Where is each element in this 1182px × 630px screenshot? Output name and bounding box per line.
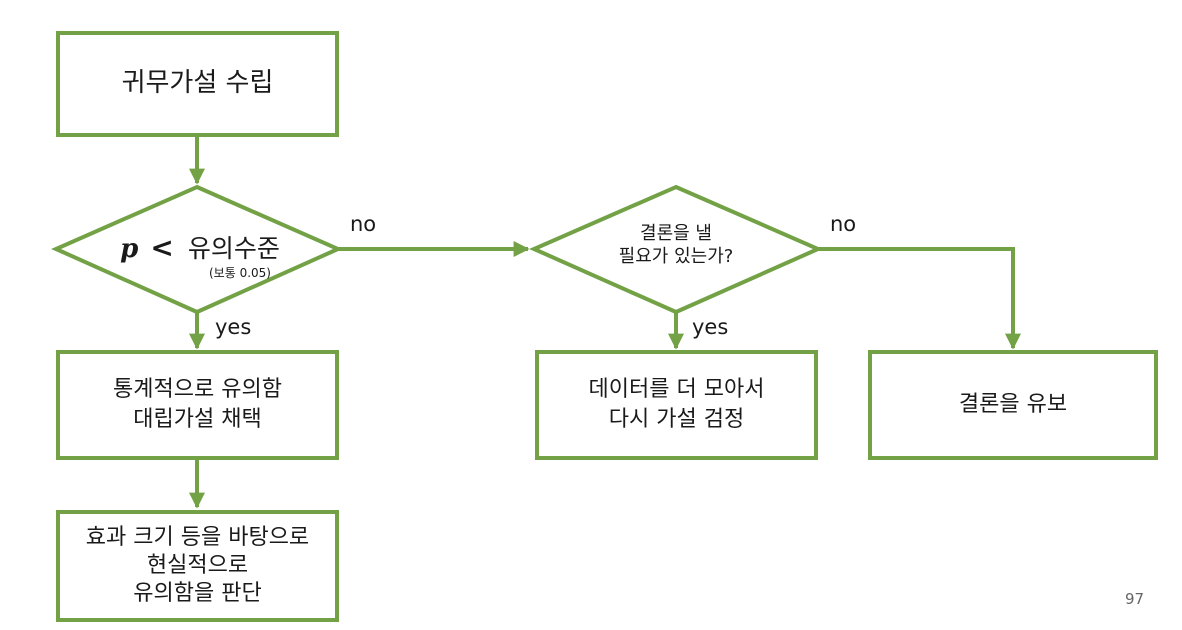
significant-node: 통계적으로 유의함 대립가설 채택 (56, 350, 339, 460)
edge-decision2-no (818, 247, 1021, 350)
start-node-text: 귀무가설 수립 (121, 68, 274, 99)
significance-level-label: 유의수준 (187, 234, 280, 263)
more-data-line1: 데이터를 더 모아서 (588, 377, 765, 403)
decision2-no-label: no (830, 212, 857, 236)
decision1-diamond (51, 184, 343, 315)
page-number: 97 (1125, 590, 1145, 608)
significant-line2: 대립가설 채택 (133, 407, 262, 432)
decision2-diamond (529, 184, 823, 315)
effect-line2: 현실적으로 (146, 552, 249, 578)
significant-line1: 통계적으로 유의함 (113, 377, 282, 403)
effect-node: 효과 크기 등을 바탕으로 현실적으로 유의함을 판단 (56, 510, 339, 622)
decision1-no-label: no (350, 212, 377, 236)
decision2-line1: 결론을 낼 (640, 223, 712, 244)
decision2-yes-label: yes (692, 315, 729, 339)
decision1-yes-label: yes (215, 315, 252, 339)
start-node: 귀무가설 수립 (56, 31, 339, 137)
p-variable: p (120, 234, 139, 264)
defer-node: 결론을 유보 (868, 350, 1158, 460)
more-data-line2: 다시 가설 검정 (608, 407, 745, 432)
decision2-line2: 필요가 있는가? (618, 246, 734, 268)
decision2-text: 결론을 낼 필요가 있는가? (576, 222, 776, 269)
effect-line3: 유의함을 판단 (133, 581, 262, 607)
defer-node-text: 결론을 유보 (958, 392, 1068, 418)
decision1-note: (보통 0.05) (209, 266, 271, 280)
less-than-symbol: < (150, 231, 174, 264)
more-data-node: 데이터를 더 모아서 다시 가설 검정 (535, 350, 818, 460)
effect-line1: 효과 크기 등을 바탕으로 (85, 524, 310, 550)
decision1-text: p < 유의수준 (100, 229, 300, 265)
